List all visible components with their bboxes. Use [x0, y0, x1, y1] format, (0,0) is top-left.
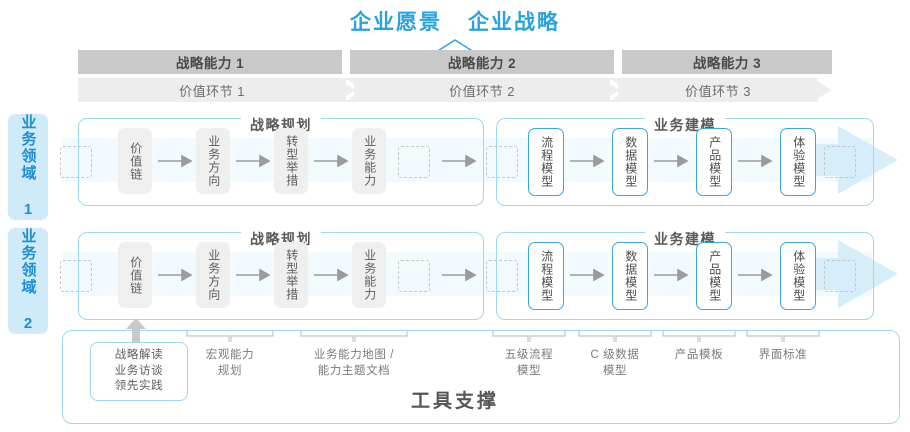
row-2-placeholder-0 [60, 260, 92, 292]
row-2-placeholder-2 [486, 260, 518, 292]
node-label: 产品模型 [707, 136, 722, 188]
band-gap [342, 50, 350, 74]
brace-macro-capability [186, 330, 274, 342]
strategic-capability-band: 战略能力 1 战略能力 2 战略能力 3 [78, 50, 832, 74]
node-label: 转型举措 [284, 135, 299, 187]
tool-label-capability-map: 业务能力地图 /能力主题文档 [313, 349, 395, 377]
node-label: 业务能力 [362, 135, 377, 187]
row-2-arrow-7 [738, 268, 772, 282]
row-1-arrow-3 [314, 154, 348, 168]
brace-data-model [578, 330, 652, 342]
row-2-node-data-model[interactable]: 数据模型 [612, 242, 648, 310]
row-1-arrow-4 [442, 154, 476, 168]
business-domain-1-label: 业务领域 1 [19, 114, 37, 220]
row-2-arrow-4 [442, 268, 476, 282]
tool-label-strategy-interpretation[interactable]: 战略解读业务访谈领先实践 [90, 342, 188, 401]
node-label: 体验模型 [791, 136, 806, 188]
value-cell-2: 价值环节 2 [354, 78, 610, 102]
row-1-node-business-capability[interactable]: 业务能力 [352, 128, 386, 194]
row-2-node-transformation-measures[interactable]: 转型举措 [274, 242, 308, 308]
domain-row-1: 战略规划 业务建模 价值链 业务方向 转型举措 业务能力 流程模型 数据模型 产… [60, 104, 898, 218]
row-2-placeholder-1 [398, 260, 430, 292]
row-2-node-experience-model[interactable]: 体验模型 [780, 242, 816, 310]
capability-cell-1: 战略能力 1 [78, 50, 342, 74]
node-label: 价值链 [128, 255, 143, 295]
row-2-node-process-model[interactable]: 流程模型 [528, 242, 564, 310]
node-label: 体验模型 [791, 250, 806, 302]
row-1-arrow-5 [570, 154, 604, 168]
row-2-arrow-5 [570, 268, 604, 282]
row-1-node-process-model[interactable]: 流程模型 [528, 128, 564, 196]
tool-support-panel [62, 330, 900, 424]
brace-process-model [492, 330, 566, 342]
row-1-node-experience-model[interactable]: 体验模型 [780, 128, 816, 196]
row-2-node-product-model[interactable]: 产品模型 [696, 242, 732, 310]
row-1-node-value-chain[interactable]: 价值链 [118, 128, 152, 194]
business-domain-2-label: 业务领域 2 [19, 228, 37, 334]
value-chain-band: 价值环节 1 价值环节 2 价值环节 3 [78, 78, 832, 102]
node-label: 数据模型 [623, 136, 638, 188]
brace-product-template [662, 330, 736, 342]
node-label: 业务方向 [206, 249, 221, 301]
node-label: 产品模型 [707, 250, 722, 302]
enterprise-vision-title: 企业愿景 [350, 11, 442, 34]
node-label: 业务能力 [362, 249, 377, 301]
capability-cell-3: 战略能力 3 [622, 50, 832, 74]
row-1-arrow-6 [654, 154, 688, 168]
row-1-arrow-1 [158, 154, 192, 168]
sidebar-item-business-domain-2[interactable]: 业务领域 2 [8, 228, 48, 334]
row-2-node-business-direction[interactable]: 业务方向 [196, 242, 230, 308]
node-label: 流程模型 [539, 136, 554, 188]
tool-support-title: 工具支撑 [410, 391, 499, 412]
tool-label-c-level-data-model: C 级数据模型 [590, 349, 640, 377]
value-cell-3: 价值环节 3 [618, 78, 818, 102]
tool-label-macro-capability-planning: 宏观能力规划 [205, 349, 255, 377]
row-2-node-business-capability[interactable]: 业务能力 [352, 242, 386, 308]
row-2-placeholder-3 [824, 260, 856, 292]
node-label: 价值链 [128, 141, 143, 181]
value-cell-1: 价值环节 1 [78, 78, 346, 102]
row-1-arrow-7 [738, 154, 772, 168]
node-label: 转型举措 [284, 249, 299, 301]
row-1-forward-arrow [780, 126, 898, 194]
row-1-placeholder-3 [824, 146, 856, 178]
row-2-arrow-1 [158, 268, 192, 282]
brace-interface-standard [746, 330, 820, 342]
row-2-node-value-chain[interactable]: 价值链 [118, 242, 152, 308]
enterprise-strategy-title: 企业战略 [468, 11, 560, 34]
tool-label-five-level-process-model: 五级流程模型 [504, 349, 554, 377]
row-1-placeholder-1 [398, 146, 430, 178]
row-2-arrow-6 [654, 268, 688, 282]
band-gap [614, 50, 622, 74]
row-2-arrow-2 [236, 268, 270, 282]
row-1-placeholder-2 [486, 146, 518, 178]
row-1-node-product-model[interactable]: 产品模型 [696, 128, 732, 196]
capability-cell-2: 战略能力 2 [350, 50, 614, 74]
tool-label-interface-standard: 界面标准 [758, 349, 808, 361]
row-2-forward-arrow [780, 240, 898, 308]
row-1-node-data-model[interactable]: 数据模型 [612, 128, 648, 196]
node-label: 数据模型 [623, 250, 638, 302]
row-2-arrow-3 [314, 268, 348, 282]
domain-row-2: 战略规划 业务建模 价值链 业务方向 转型举措 业务能力 流程模型 数据模型 产… [60, 218, 898, 332]
row-1-node-transformation-measures[interactable]: 转型举措 [274, 128, 308, 194]
header-title-row: 企业愿景 企业战略 [0, 6, 910, 36]
sidebar-item-business-domain-1[interactable]: 业务领域 1 [8, 114, 48, 220]
row-1-node-business-direction[interactable]: 业务方向 [196, 128, 230, 194]
tool-label-product-template: 产品模板 [674, 349, 724, 361]
row-1-arrow-2 [236, 154, 270, 168]
row-1-placeholder-0 [60, 146, 92, 178]
brace-capability-map [300, 330, 408, 342]
node-label: 业务方向 [206, 135, 221, 187]
node-label: 流程模型 [539, 250, 554, 302]
